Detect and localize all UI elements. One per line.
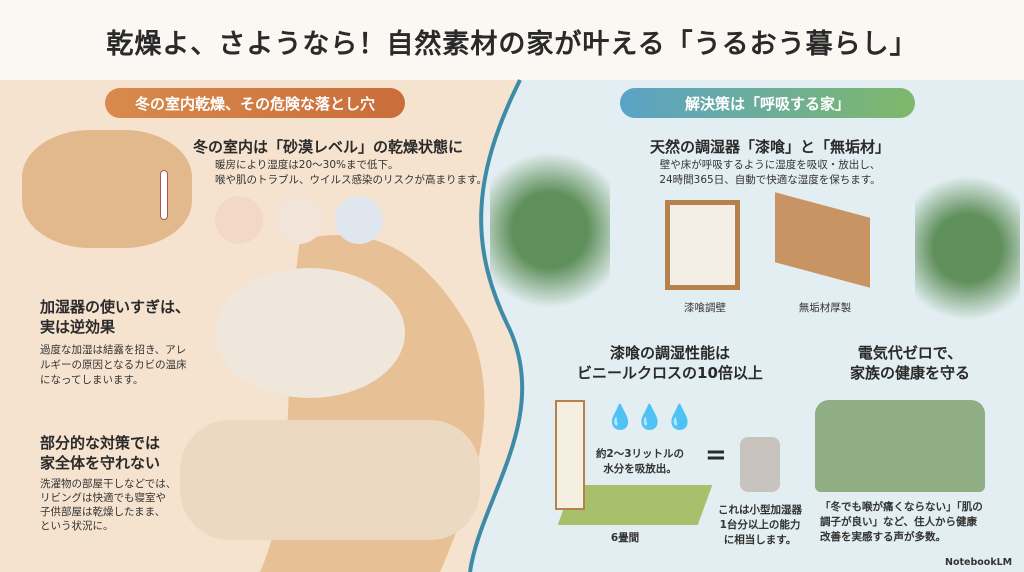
equals-sign: = (705, 440, 727, 470)
plants-illustration (490, 120, 610, 340)
page-title: 乾燥よ、さようなら！自然素材の家が叶える「うるおう暮らし」 (106, 29, 918, 60)
left-s2-heading: 実は逆効果 (40, 318, 116, 336)
right-s1-line: 壁や床が呼吸するように湿度を吸収・放出し、 (659, 159, 881, 171)
living-room-illustration (180, 420, 480, 540)
left-s2-line: になってしまいます。 (40, 374, 144, 386)
humidifier-icon (740, 437, 780, 492)
right-s3-line: 「冬でも喉が痛くならない」「肌の (820, 501, 983, 513)
right-s3-heading: 電気代ゼロで、 (857, 344, 963, 362)
left-s3-heading: 部分的な対策では (40, 434, 161, 452)
water-drops-icon: 💧💧💧 (605, 403, 695, 431)
left-section-pill: 冬の室内乾燥、その危険な落とし穴 (105, 88, 405, 118)
virus-icon (335, 196, 383, 244)
right-s3-line: 調子が良い」など、住人から健康 (820, 516, 977, 528)
right-s2-heading: ビニールクロスの10倍以上 (577, 364, 763, 382)
room-label: 6畳間 (610, 532, 640, 544)
left-s3-line: という状況に。 (40, 520, 114, 532)
label-plaster: 漆喰調壁 (684, 302, 726, 314)
throat-icon (215, 196, 263, 244)
right-s1-line: 24時間365日、自動で快適な湿度を保ちます。 (659, 174, 881, 186)
plaster-wall-illustration (665, 200, 740, 290)
left-s3-line: リビングは快適でも寝室や (40, 492, 166, 504)
humidifier-text: 1台分以上の能力 (719, 519, 801, 531)
left-s1-heading: 冬の室内は「砂漠レベル」の乾燥状態に (193, 138, 464, 156)
left-s1-line: 暖房により湿度は20〜30%まで低下。 (215, 159, 399, 171)
drop-text: 水分を吸放出。 (603, 463, 677, 475)
left-s1-line: 喉や肌のトラブル、ウイルス感染のリスクが高まります。 (215, 174, 487, 186)
left-s2-heading: 加湿器の使いすぎは、 (40, 298, 191, 316)
plants-illustration-right (915, 140, 1020, 320)
left-s2-line: ルギーの原因となるカビの温床 (40, 359, 187, 371)
right-section-pill: 解決策は「呼吸する家」 (620, 88, 915, 118)
shoji-screen-illustration (555, 400, 585, 510)
brand-logo: NotebookLM (945, 557, 1013, 568)
thermometer-icon (160, 170, 168, 220)
left-s3-line: 洗濯物の部屋干しなどでは、 (40, 478, 177, 490)
left-s3-heading: 家全体を守れない (40, 454, 161, 472)
family-illustration (815, 400, 985, 492)
drop-text: 約2〜3リットルの (595, 448, 685, 460)
right-s3-line: 改善を実感する声が多数。 (820, 531, 946, 543)
right-s2-heading: 漆喰の調湿性能は (609, 344, 730, 362)
left-s3-line: 子供部屋は乾燥したまま、 (40, 506, 166, 518)
left-s2-line: 過度な加湿は結露を招き、アレ (40, 344, 187, 356)
humidifier-text: これは小型加湿器 (718, 504, 802, 516)
humidifier-room-illustration (215, 268, 405, 398)
humidifier-text: に相当します。 (723, 534, 797, 546)
label-wood: 無垢材厚製 (798, 302, 852, 314)
skin-icon (275, 196, 323, 244)
right-s3-heading: 家族の健康を守る (849, 364, 970, 382)
right-s1-heading: 天然の調湿器「漆喰」と「無垢材」 (649, 138, 890, 156)
